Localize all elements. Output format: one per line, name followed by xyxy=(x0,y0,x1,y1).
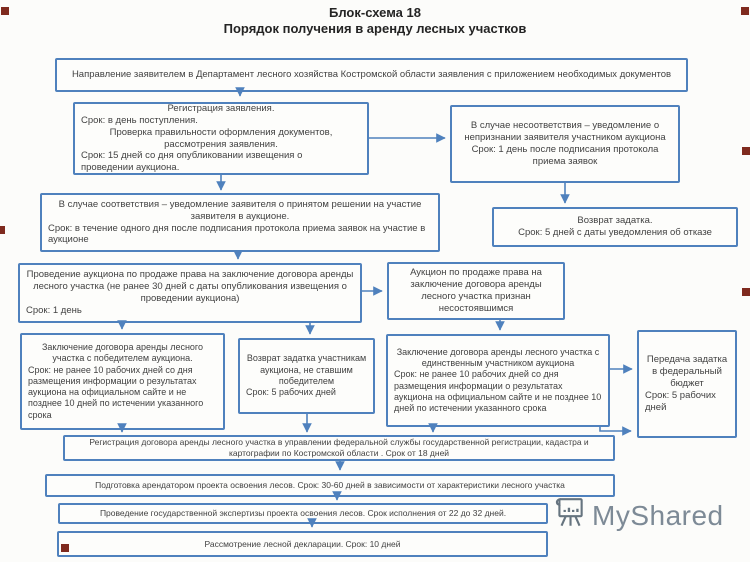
box-deposit-refund-to-participants: Возврат задатка участникам аукциона, не … xyxy=(238,338,375,414)
box-text-line: Передача задатка в федеральный бюджет xyxy=(646,354,728,390)
box-text-line: Проведение аукциона по продаже права на … xyxy=(26,269,354,304)
box-text-line: Регистрация договора аренды лесного учас… xyxy=(89,437,589,458)
red-artifact xyxy=(1,7,9,15)
box-contract-with-sole-participant: Заключение договора аренды лесного участ… xyxy=(386,334,610,427)
red-artifact xyxy=(61,544,69,552)
box-text-line: Срок: 5 дней с даты уведомления об отказ… xyxy=(518,227,712,238)
box-text-line: Срок: в день поступления. xyxy=(81,114,198,126)
box-text-line: Срок: 5 рабочих дней xyxy=(645,389,716,413)
box-auction-failed: Аукцион по продаже права на заключение д… xyxy=(387,262,565,320)
box-contract-with-winner: Заключение договора аренды лесного участ… xyxy=(20,333,225,430)
box-forest-development-project: Подготовка арендатором проекта освоения … xyxy=(45,474,615,497)
myshared-watermark: MyShared xyxy=(553,495,724,536)
slide-title: Блок-схема 18 Порядок получения в аренду… xyxy=(0,5,750,38)
box-text-line: Проведение государственной экспертизы пр… xyxy=(99,508,507,519)
red-artifact xyxy=(742,288,750,296)
box-text-line: Срок: в течение одного дня после подписа… xyxy=(48,222,426,246)
box-text-line: проведении аукциона. xyxy=(81,162,180,174)
box-non-compliance-notification: В случае несоответствия – уведомление о … xyxy=(450,105,680,183)
box-deposit-refund-on-refusal: Возврат задатка.Срок: 5 дней с даты увед… xyxy=(492,207,738,247)
box-registration-of-application: Регистрация заявления.Срок: в день посту… xyxy=(73,102,369,175)
box-text-line: Направление заявителем в Департамент лес… xyxy=(71,69,672,81)
box-text-line: Возврат задатка участникам аукциона, не … xyxy=(246,353,367,386)
box-submit-application: Направление заявителем в Департамент лес… xyxy=(55,58,688,92)
red-artifact xyxy=(742,147,750,155)
box-forest-declaration-review: Рассмотрение лесной декларации. Срок: 10… xyxy=(57,531,548,557)
box-text-line: Регистрация заявления. xyxy=(167,102,275,114)
box-text-line: Срок: не ранее 10 рабочих дней со дня ра… xyxy=(28,364,204,420)
box-compliance-notification: В случае соответствия – уведомление заяв… xyxy=(40,193,440,252)
box-text-line: Срок: 1 день после подписания протокола … xyxy=(471,144,659,167)
box-text-line: Заключение договора аренды лесного участ… xyxy=(396,346,600,368)
box-text-line: Аукцион по продаже права на заключение д… xyxy=(410,267,542,314)
watermark-text: MyShared xyxy=(592,499,724,531)
box-text-line: В случае соответствия – уведомление заяв… xyxy=(58,198,422,222)
title-line-2: Порядок получения в аренду лесных участк… xyxy=(223,21,527,37)
red-artifact xyxy=(0,226,5,234)
box-text-line: Срок: 1 день xyxy=(26,304,82,316)
box-text-line: Срок: не ранее 10 рабочих дней со дня ра… xyxy=(394,369,602,414)
box-text-line: Подготовка арендатором проекта освоения … xyxy=(95,480,565,491)
box-text-line: Проверка правильности оформления докумен… xyxy=(109,126,333,138)
box-contract-registration: Регистрация договора аренды лесного учас… xyxy=(63,435,615,461)
box-text-line: В случае несоответствия – уведомление о … xyxy=(464,120,666,144)
title-line-1: Блок-схема 18 xyxy=(329,5,421,20)
red-artifact xyxy=(741,7,749,15)
box-state-expertise: Проведение государственной экспертизы пр… xyxy=(58,503,548,524)
box-text-line: Рассмотрение лесной декларации. Срок: 10… xyxy=(204,538,401,549)
box-text-line: Срок: 15 дней со дня опубликовании извещ… xyxy=(81,150,303,162)
box-text-line: рассмотрения заявления. xyxy=(164,138,278,150)
box-text-line: Возврат задатка. xyxy=(577,215,653,227)
box-auction-holding: Проведение аукциона по продаже права на … xyxy=(18,263,362,323)
projector-screen-icon xyxy=(553,495,587,536)
box-text-line: Срок: 5 рабочих дней xyxy=(246,387,336,398)
box-text-line: Заключение договора аренды лесного участ… xyxy=(41,341,204,364)
